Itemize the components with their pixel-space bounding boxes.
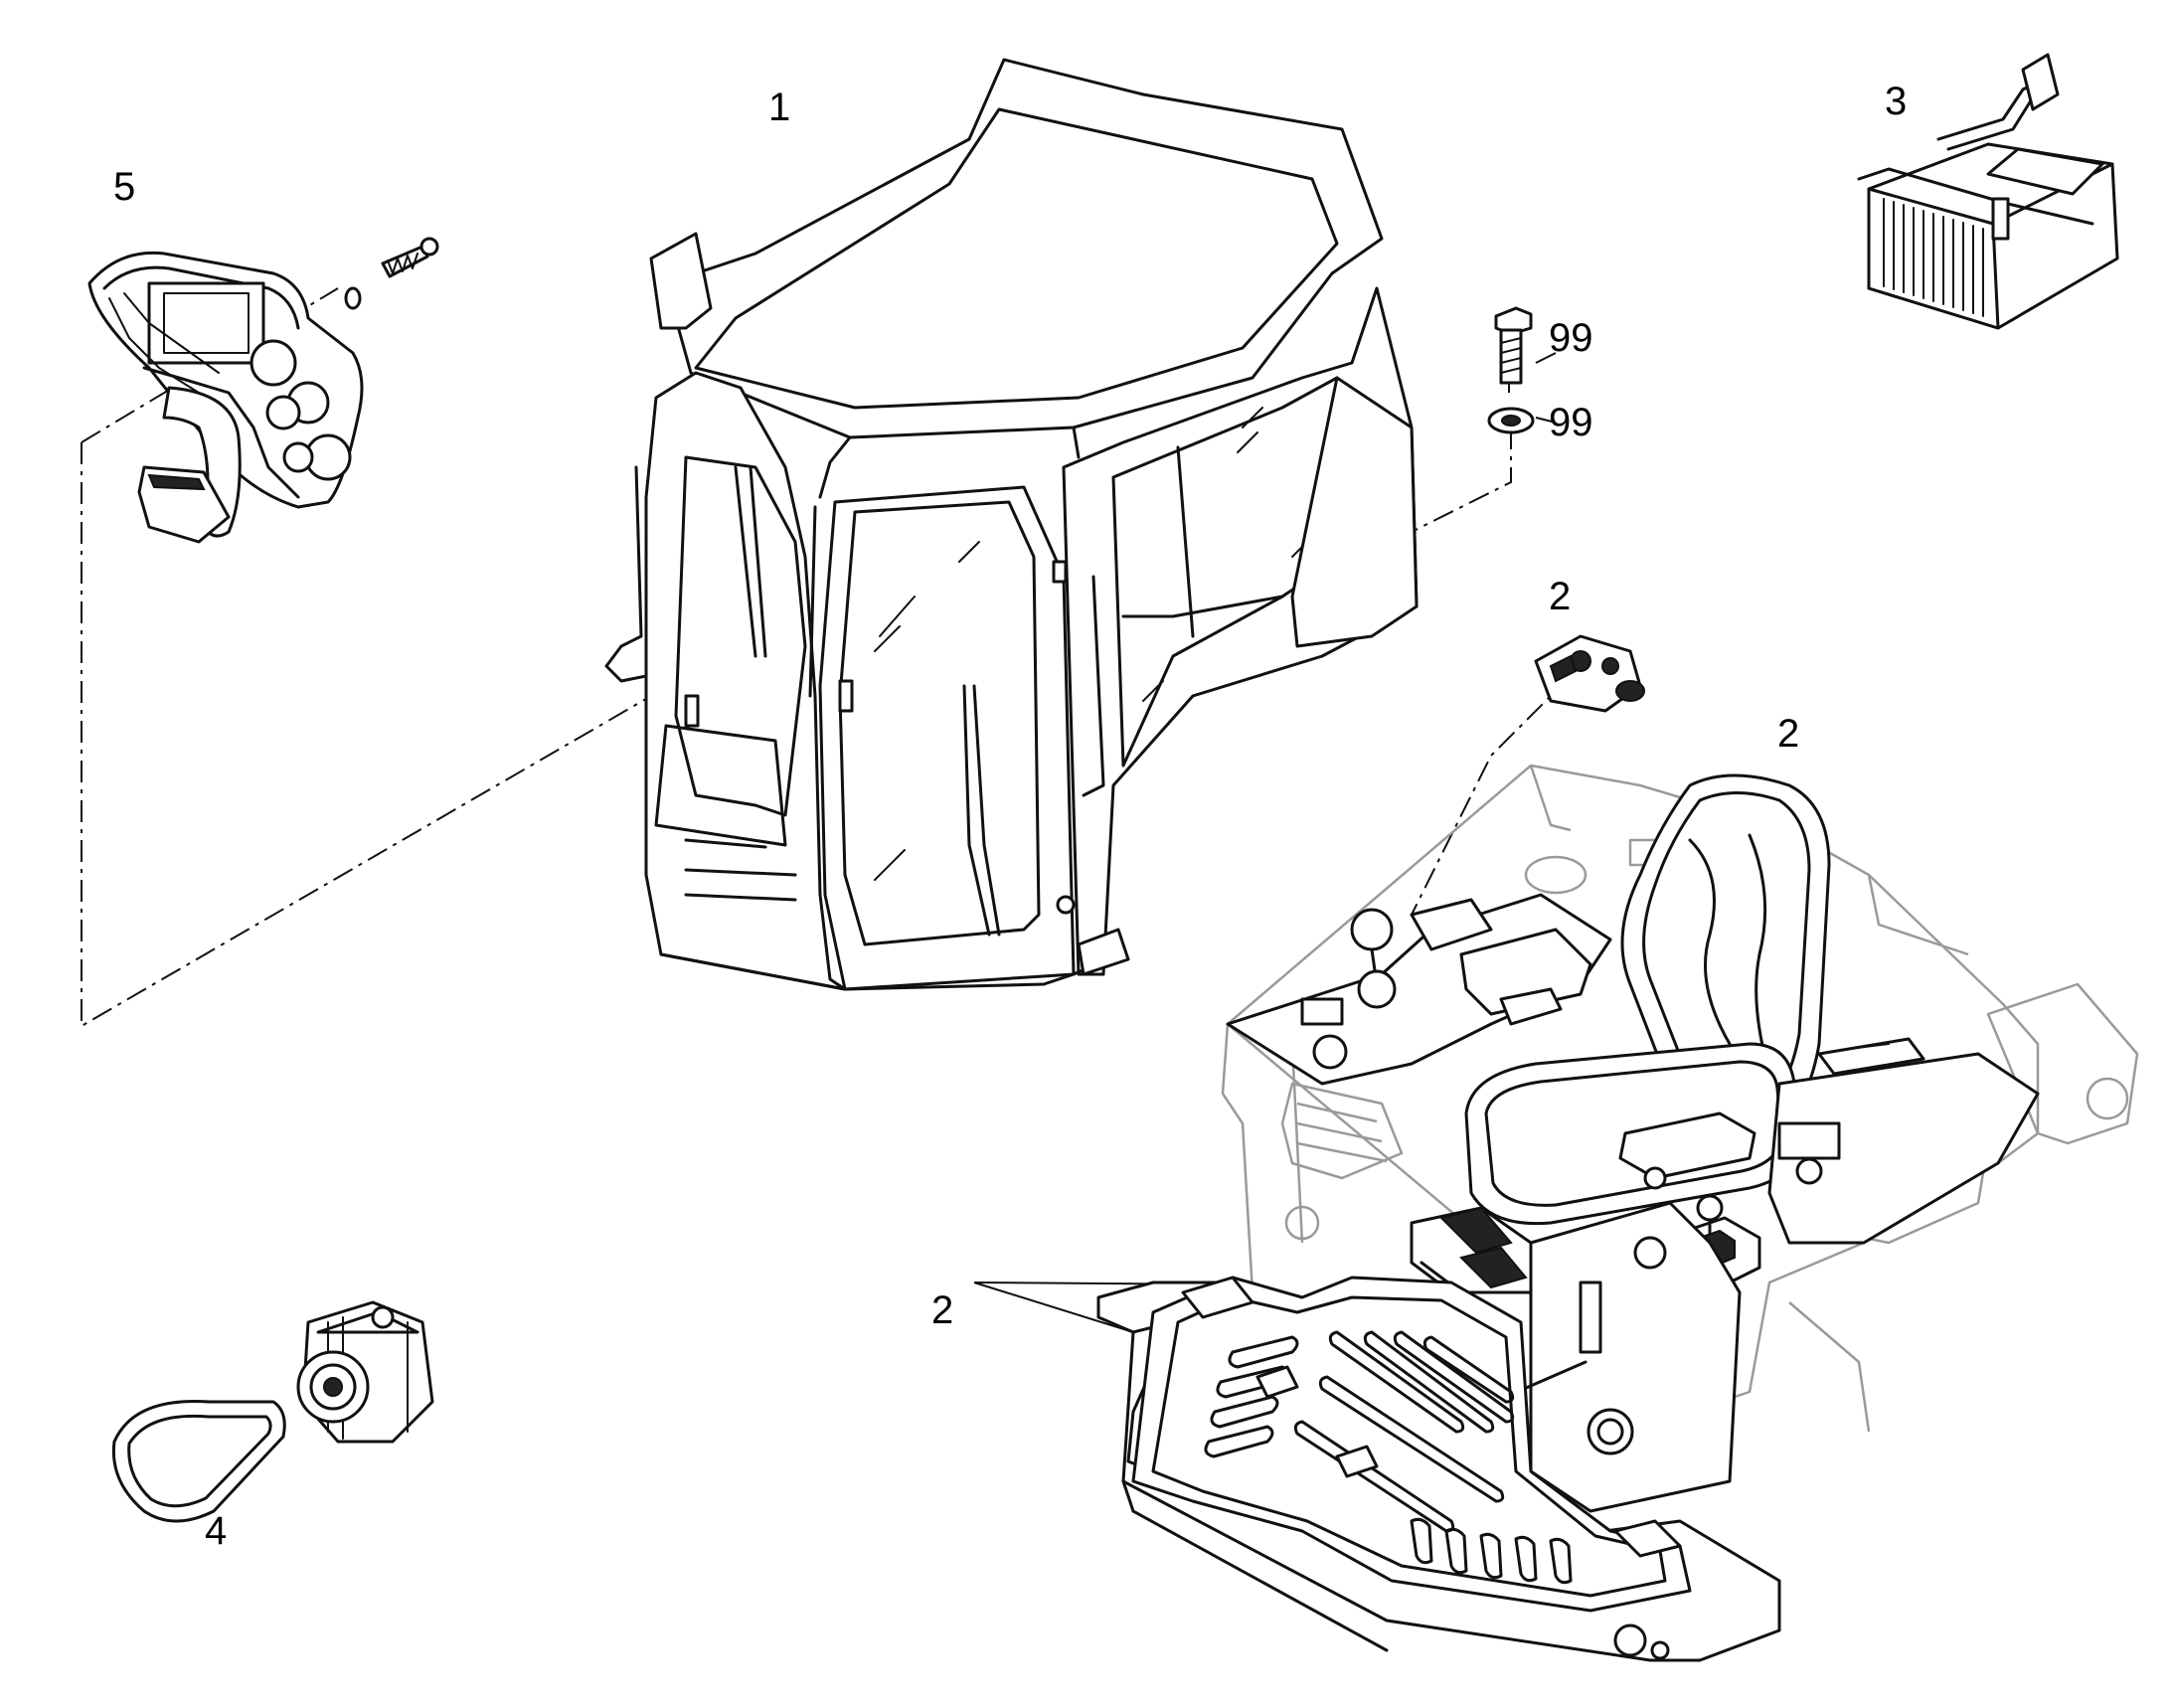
callout-cab: 1	[768, 85, 791, 129]
callout-washer: 99	[1549, 401, 1593, 444]
filter-grille	[1883, 198, 1984, 317]
bolt-icon	[1494, 306, 1533, 385]
callout-dashboard: 5	[113, 165, 136, 209]
cab-icon	[604, 58, 1419, 991]
callout-filter-box: 3	[1885, 80, 1908, 123]
seat-icon	[1221, 764, 2139, 1513]
callout-bolt: 99	[1549, 316, 1593, 360]
dashboard-icon	[87, 237, 439, 544]
callout-seat-console: 2	[1777, 712, 1800, 756]
alternator-icon	[111, 1300, 434, 1523]
washer-icon	[1487, 407, 1535, 434]
callout-alternator-belt: 4	[205, 1509, 228, 1553]
floor-plate-icon	[1096, 1276, 1781, 1662]
filter-box-icon	[1857, 53, 2119, 330]
callout-floor-plate: 2	[931, 1288, 954, 1332]
switch-icon	[1534, 634, 1645, 713]
step-grille	[1439, 1206, 1528, 1289]
callout-seat-switch: 2	[1549, 575, 1572, 618]
